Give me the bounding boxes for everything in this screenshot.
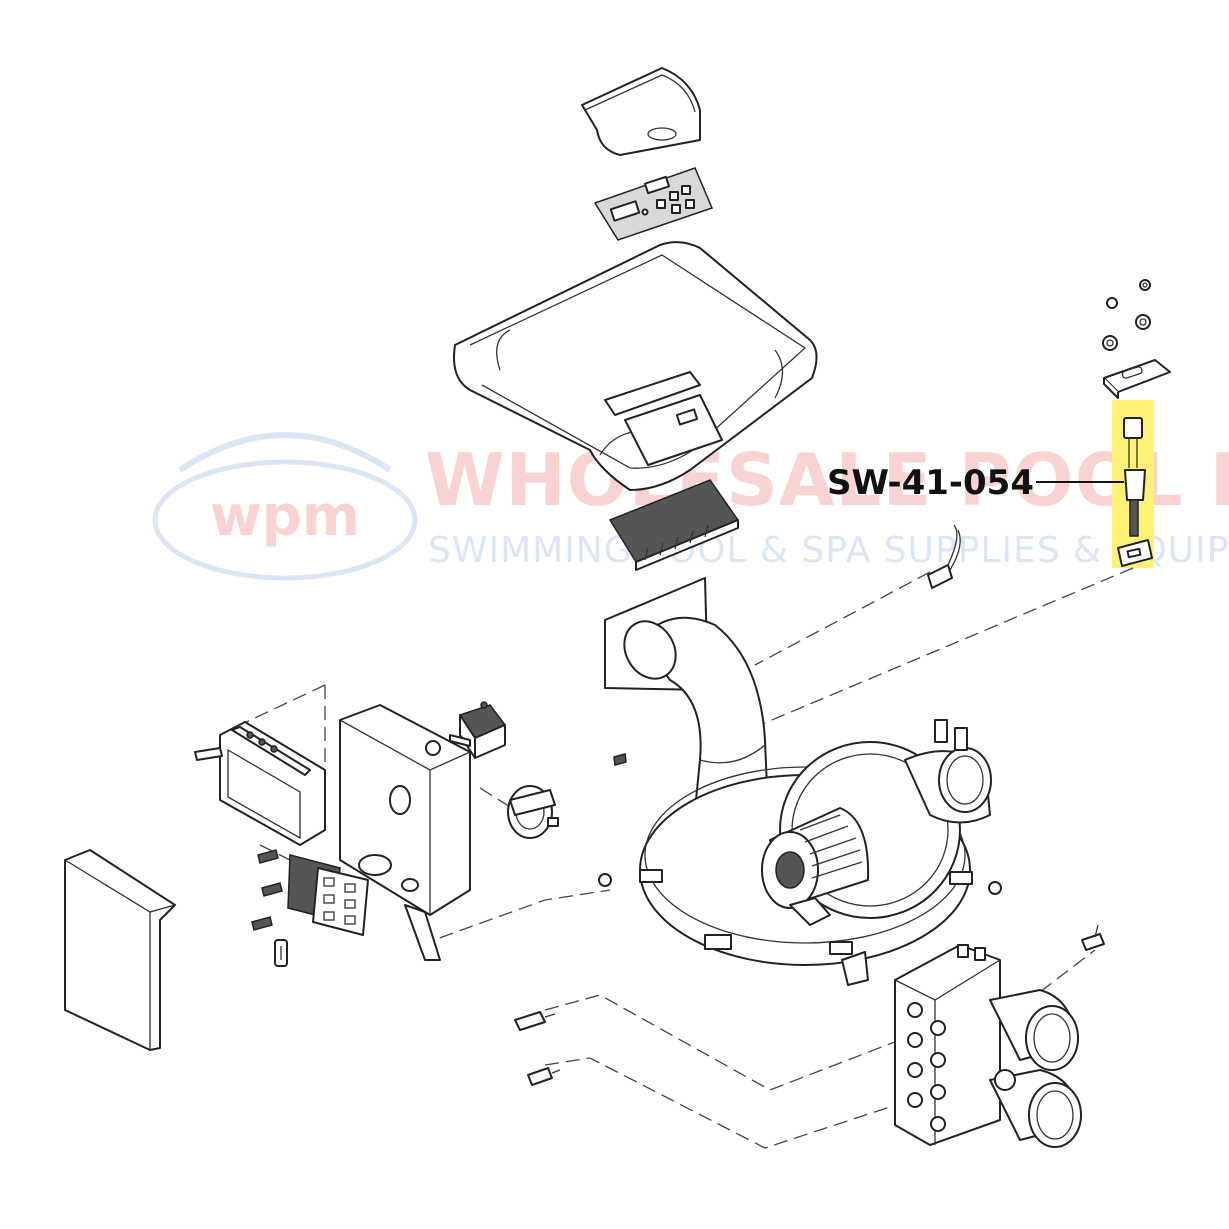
access-door-panel — [64, 849, 176, 1051]
air-pressure-switch — [507, 785, 559, 839]
control-bezel-cover — [581, 67, 701, 156]
pressure-fitting — [1081, 924, 1105, 951]
electrical-box — [339, 704, 471, 961]
high-limit-switch — [527, 1067, 561, 1086]
terminal-screws — [251, 849, 283, 931]
part-callout: SW-41-054 — [827, 463, 1124, 503]
circuit-board — [608, 479, 740, 571]
highlighted-part-group — [1112, 400, 1154, 568]
hot-surface-ignitor — [927, 524, 961, 589]
watermark-logo: wpm — [152, 432, 418, 581]
wire-harness-clip — [841, 951, 869, 986]
watermark-brand-name: WHOLESALE POOL MART — [425, 438, 1229, 522]
combustion-blower — [761, 719, 992, 926]
watermark-logo-text: wpm — [210, 484, 360, 549]
transformer — [449, 701, 507, 759]
water-temperature-sensor — [514, 1011, 556, 1031]
callout-part-number: SW-41-054 — [827, 463, 1034, 503]
top-jacket-panel — [453, 241, 818, 491]
water-header-manifold — [894, 944, 1082, 1148]
fuse — [274, 939, 288, 967]
mounting-hardware — [1102, 279, 1171, 399]
watermark-tagline: SWIMMING POOL & SPA SUPPLIES & EQUIPMENT — [428, 530, 1229, 571]
screw-small — [613, 753, 627, 766]
terminal-block — [287, 854, 369, 936]
watermark: wpm WHOLESALE POOL MART SWIMMING POOL & … — [152, 432, 1229, 581]
keypad-overlay — [593, 167, 714, 241]
control-module — [194, 721, 326, 846]
